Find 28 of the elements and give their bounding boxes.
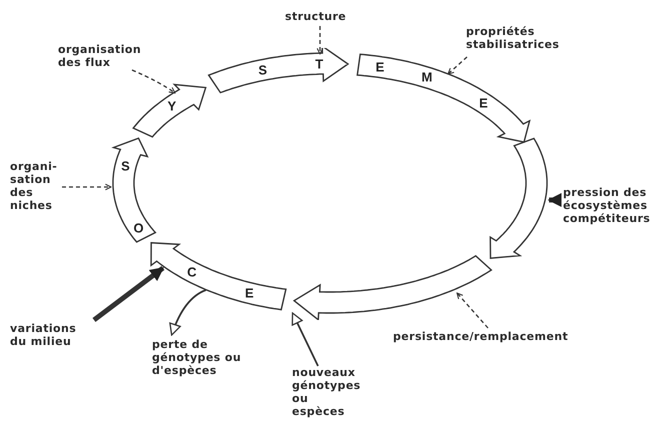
ring-letter: Y: [167, 100, 176, 113]
ring-letter: M: [422, 70, 432, 84]
thick-arrow: [92, 266, 164, 322]
input-label: variations du milieu: [10, 322, 95, 348]
callout-label: persistance/remplacement: [393, 330, 613, 343]
input-label: nouveaux génotypes ou espèces: [292, 366, 364, 418]
callout-label: organi- sation des niches: [10, 160, 70, 212]
thick-arrow: [548, 193, 562, 207]
callout-label: structure: [285, 10, 365, 23]
ring-letter: T: [315, 57, 324, 70]
dashed-arrow: [62, 184, 112, 190]
dashed-arrow: [132, 69, 176, 94]
ring-letter: O: [133, 221, 144, 234]
arrow: [170, 289, 206, 336]
arrow: [292, 312, 319, 366]
input-label: pression des écosystèmes compétiteurs: [563, 186, 655, 225]
ring-letter: S: [121, 160, 130, 173]
ring-letter: E: [479, 96, 488, 110]
ring-letter: C: [187, 265, 196, 278]
dashed-arrow: [456, 292, 488, 328]
output-label: perte de génotypes ou d'espèces: [152, 338, 267, 377]
ring-letter: E: [376, 60, 384, 74]
dashed-arrow: [447, 56, 468, 75]
callout-label: organisation des flux: [58, 43, 158, 69]
ring-letter: E: [244, 286, 254, 300]
callout-label: propriétés stabilisatrices: [466, 25, 596, 51]
ring-letter: S: [258, 64, 268, 76]
dashed-arrow: [316, 26, 324, 55]
